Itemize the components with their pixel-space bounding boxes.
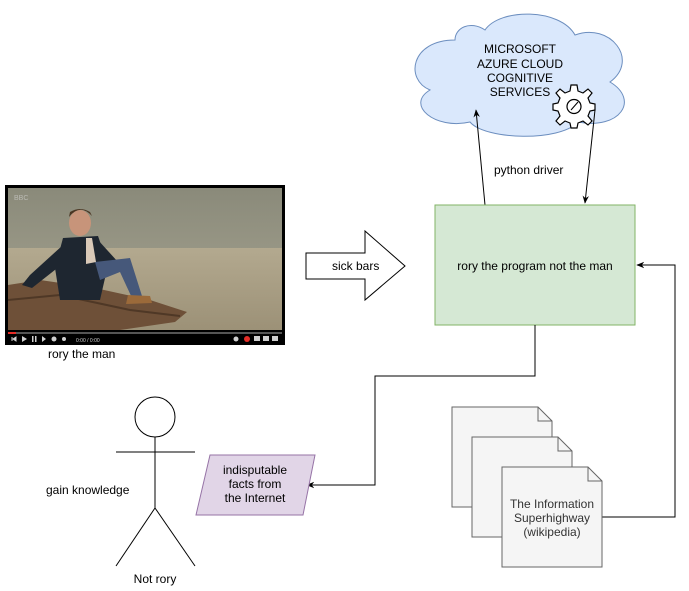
prev-icon[interactable] <box>11 336 17 342</box>
youtube-icon[interactable] <box>244 336 250 342</box>
settings-icon[interactable] <box>233 336 239 342</box>
python-driver-label: python driver <box>494 163 563 177</box>
person-figure <box>22 209 152 304</box>
player-controls: 0:00 / 0:00 <box>11 336 278 344</box>
program-box-label: rory the program not the man <box>457 259 612 273</box>
documents-line-3: (wikipedia) <box>523 525 580 539</box>
facts-line-2: facts from <box>229 477 282 491</box>
gear-icon <box>552 84 596 129</box>
document-stack: The Information Superhighway (wikipedia) <box>451 406 603 568</box>
progress-bar-track[interactable] <box>8 332 282 334</box>
facts-line-1: indisputable <box>223 463 287 477</box>
next-icon[interactable] <box>42 336 46 342</box>
cloud-line-1: MICROSOFT <box>484 42 557 56</box>
progress-bar-fill <box>8 332 16 334</box>
documents-line-2: Superhighway <box>514 511 590 525</box>
edge-cloud-to-program <box>582 109 596 204</box>
video-caption: rory the man <box>48 347 115 361</box>
documents-line-1: The Information <box>510 497 594 511</box>
program-box: rory the program not the man <box>434 204 636 326</box>
gain-knowledge-label: gain knowledge <box>46 483 130 497</box>
facts-parallelogram: indisputable facts from the Internet <box>195 454 316 516</box>
watermark: BBC <box>14 195 28 202</box>
actor-name: Not rory <box>134 572 177 586</box>
volume-icon[interactable] <box>51 336 57 342</box>
facts-line-3: the Internet <box>225 491 286 505</box>
pause-icon[interactable] <box>32 336 34 342</box>
azure-cloud: MICROSOFT AZURE CLOUD COGNITIVE SERVICES <box>414 13 625 137</box>
block-arrow-label: sick bars <box>332 259 379 273</box>
edge-documents-to-program <box>602 261 676 518</box>
captions-icon[interactable] <box>254 336 260 341</box>
actor-head <box>134 396 176 438</box>
block-arrow: sick bars <box>305 229 406 302</box>
cloud-line-4: SERVICES <box>490 85 550 99</box>
cloud-line-3: COGNITIVE <box>487 71 553 85</box>
player-time: 0:00 / 0:00 <box>76 338 100 344</box>
video-player[interactable]: 0:00 / 0:00 BBC <box>5 185 285 345</box>
fullscreen-icon[interactable] <box>272 336 278 341</box>
stick-figure <box>115 396 196 567</box>
edge-program-to-facts <box>306 325 536 489</box>
rock <box>8 280 187 330</box>
cloud-line-2: AZURE CLOUD <box>477 57 563 71</box>
document-front <box>501 466 603 568</box>
play-icon[interactable] <box>22 336 27 342</box>
edge-program-to-cloud <box>473 109 486 206</box>
theater-icon[interactable] <box>263 336 269 341</box>
